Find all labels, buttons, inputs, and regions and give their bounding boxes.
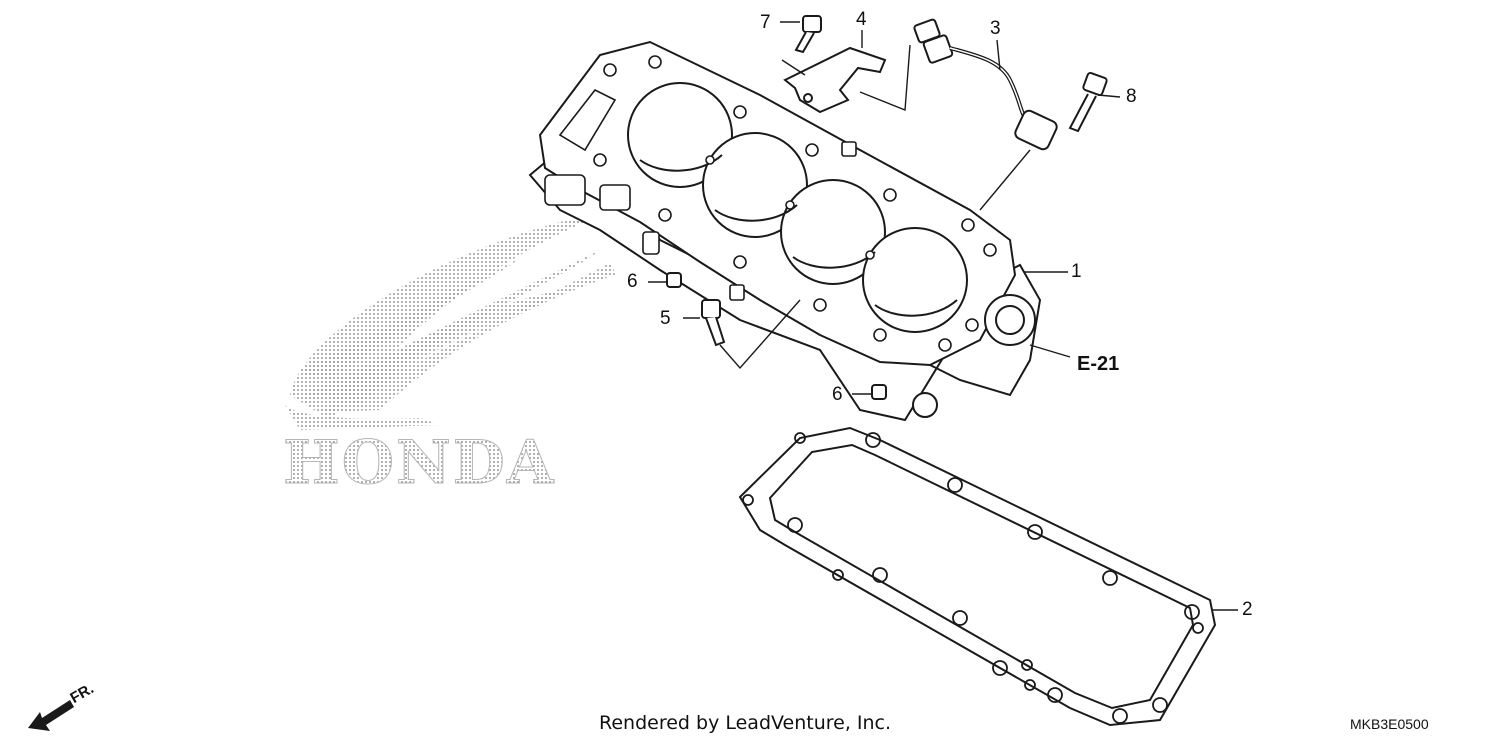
callout-7: 7 <box>760 12 771 33</box>
cylinder-base-gasket <box>738 426 1217 727</box>
wire-bracket <box>783 46 887 114</box>
knock-sensor <box>913 18 1058 151</box>
svg-text:HONDA: HONDA <box>283 428 555 498</box>
callout-6a: 6 <box>627 271 638 292</box>
callout-8: 8 <box>1126 86 1137 107</box>
front-direction-arrow <box>28 700 74 731</box>
callout-6b: 6 <box>832 384 843 405</box>
honda-wing-watermark <box>285 215 615 430</box>
bolt-7 <box>794 15 822 54</box>
dowel-6b <box>871 384 887 400</box>
callout-3: 3 <box>990 18 1001 39</box>
callout-4: 4 <box>856 9 867 30</box>
cylinder-block <box>528 40 1042 422</box>
honda-logo-text: HONDA <box>283 428 555 499</box>
bolt-5 <box>701 299 726 347</box>
bolt-8 <box>1068 71 1108 133</box>
callout-5: 5 <box>660 308 671 329</box>
callout-2: 2 <box>1242 599 1253 620</box>
reference-link-e21[interactable]: E-21 <box>1077 353 1120 375</box>
render-credit: Rendered by LeadVenture, Inc. <box>599 712 892 734</box>
leader-lines <box>648 21 1238 611</box>
callout-1: 1 <box>1071 261 1082 282</box>
dowel-6a <box>666 272 682 288</box>
flange-bolts <box>666 15 1108 400</box>
diagram-code: MKB3E0500 <box>1350 716 1429 732</box>
